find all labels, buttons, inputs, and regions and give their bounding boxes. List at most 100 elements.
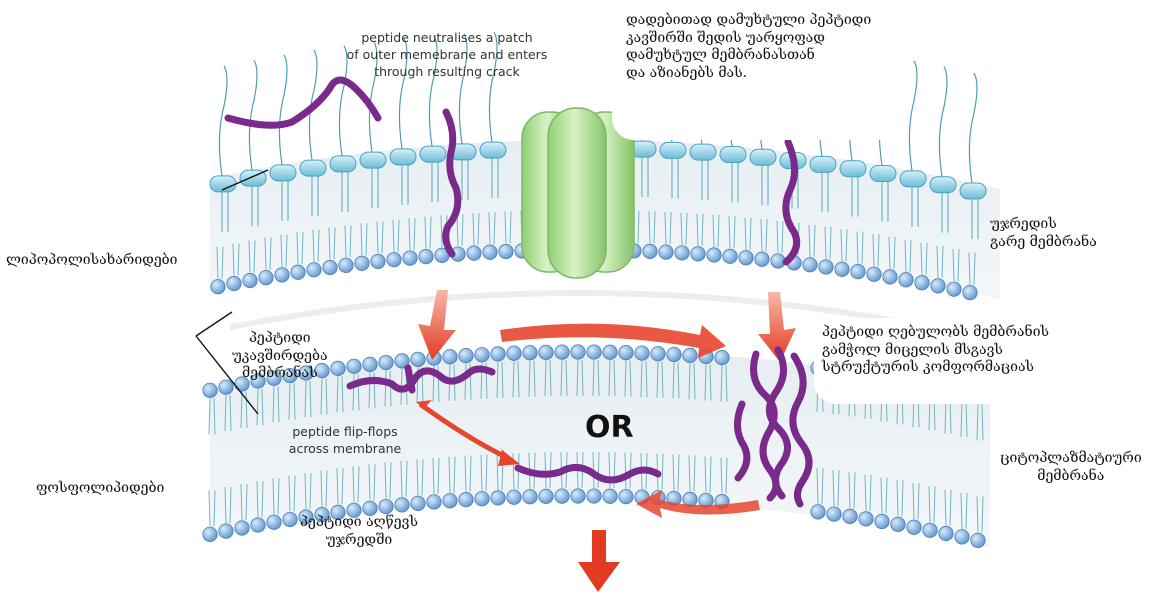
- lipid-head: [683, 348, 697, 362]
- lps-head: [480, 142, 506, 158]
- lipid-head: [971, 533, 985, 547]
- lipid-head: [739, 251, 753, 265]
- lipid-head: [443, 350, 457, 364]
- lipid-head: [203, 383, 217, 397]
- label-or: OR: [585, 410, 634, 445]
- label-peptide-flipflops: peptide flip-flops across membrane: [280, 424, 410, 458]
- lps-head: [870, 166, 896, 182]
- lipid-head: [899, 273, 913, 287]
- label-charged-peptide: დადებითად დამუხტული პეპტიდი კავშირში შედ…: [626, 12, 871, 82]
- lipid-head: [355, 256, 369, 270]
- lipid-head: [939, 526, 953, 540]
- lipid-head: [227, 276, 241, 290]
- lipid-head: [875, 514, 889, 528]
- lps-head: [900, 171, 926, 187]
- porin-channel: [522, 108, 634, 278]
- lipid-head: [819, 260, 833, 274]
- lipid-head: [755, 252, 769, 266]
- lipid-head: [811, 505, 825, 519]
- lipid-head: [539, 345, 553, 359]
- lipid-head: [555, 345, 569, 359]
- lipid-head: [635, 346, 649, 360]
- lipid-head: [963, 285, 977, 299]
- lipid-head: [659, 245, 673, 259]
- lipid-head: [411, 352, 425, 366]
- lipid-head: [523, 490, 537, 504]
- label-lipopolysaccharides: ლიპოპოლისახარიდები: [6, 252, 178, 270]
- lipid-head: [539, 489, 553, 503]
- lipid-head: [379, 499, 393, 513]
- lps-head: [420, 146, 446, 162]
- lipid-head: [211, 279, 225, 293]
- lipid-head: [291, 265, 305, 279]
- lipid-head: [643, 244, 657, 258]
- lipid-head: [443, 494, 457, 508]
- lipid-head: [523, 346, 537, 360]
- lps-head: [390, 149, 416, 165]
- lipid-head: [891, 517, 905, 531]
- lipid-head: [331, 361, 345, 375]
- lps-head: [810, 156, 836, 172]
- lipid-head: [723, 249, 737, 263]
- lipid-head: [955, 530, 969, 544]
- lipid-head: [259, 270, 273, 284]
- lipid-head: [491, 347, 505, 361]
- lipid-head: [931, 279, 945, 293]
- lipid-head: [411, 496, 425, 510]
- lipid-head: [323, 260, 337, 274]
- lipid-head: [691, 247, 705, 261]
- lipid-head: [947, 282, 961, 296]
- lipid-head: [675, 246, 689, 260]
- lps-head: [270, 165, 296, 181]
- lps-head: [300, 160, 326, 176]
- lipid-head: [387, 252, 401, 266]
- lipid-head: [419, 249, 433, 263]
- label-phospholipids: ფოსფოლიპიდები: [36, 480, 164, 498]
- lipid-head: [203, 527, 217, 541]
- lipid-head: [835, 262, 849, 276]
- lipid-head: [427, 495, 441, 509]
- lipid-head: [843, 509, 857, 523]
- lipid-head: [307, 263, 321, 277]
- lipid-head: [491, 491, 505, 505]
- lipid-head: [651, 347, 665, 361]
- lipid-head: [715, 350, 729, 364]
- lipid-head: [483, 245, 497, 259]
- lps-head: [720, 146, 746, 162]
- lipid-head: [507, 490, 521, 504]
- label-outer-membrane: უჯრედის გარე მემბრანა: [990, 216, 1097, 251]
- lipid-head: [803, 258, 817, 272]
- label-cytoplasmic-membrane: ციტოპლაზმატიური მემბრანა: [1000, 450, 1142, 485]
- lipid-head: [275, 268, 289, 282]
- lipid-head: [555, 489, 569, 503]
- arrow-exit-cell: [578, 530, 620, 592]
- lipid-head: [587, 345, 601, 359]
- lipid-head: [475, 491, 489, 505]
- lipid-head: [923, 523, 937, 537]
- lipid-head: [851, 264, 865, 278]
- label-micelle-conformation: პეპტიდი ღებულობს მემბრანის გამჭოლ მიცელი…: [822, 324, 1049, 377]
- lipid-head: [467, 246, 481, 260]
- lipid-head: [459, 348, 473, 362]
- lps-head: [840, 161, 866, 177]
- lipid-head: [587, 489, 601, 503]
- lipid-head: [619, 345, 633, 359]
- lipid-head: [907, 520, 921, 534]
- lipid-head: [619, 489, 633, 503]
- lipid-head: [339, 258, 353, 272]
- lipid-head: [235, 521, 249, 535]
- lipid-head: [915, 276, 929, 290]
- lipid-head: [859, 512, 873, 526]
- lipid-head: [395, 498, 409, 512]
- lipid-head: [499, 244, 513, 258]
- lipid-head: [267, 515, 281, 529]
- lipid-head: [243, 273, 257, 287]
- lipid-head: [707, 248, 721, 262]
- lipid-head: [371, 254, 385, 268]
- lps-head: [930, 177, 956, 193]
- lps-head: [750, 149, 776, 165]
- lipid-head: [571, 489, 585, 503]
- label-peptide-binds: პეპტიდი უკავშირდება მემბრანას: [232, 330, 328, 383]
- label-peptide-enters-cell: პეპტიდი აღწევს უჯრედში: [300, 514, 418, 549]
